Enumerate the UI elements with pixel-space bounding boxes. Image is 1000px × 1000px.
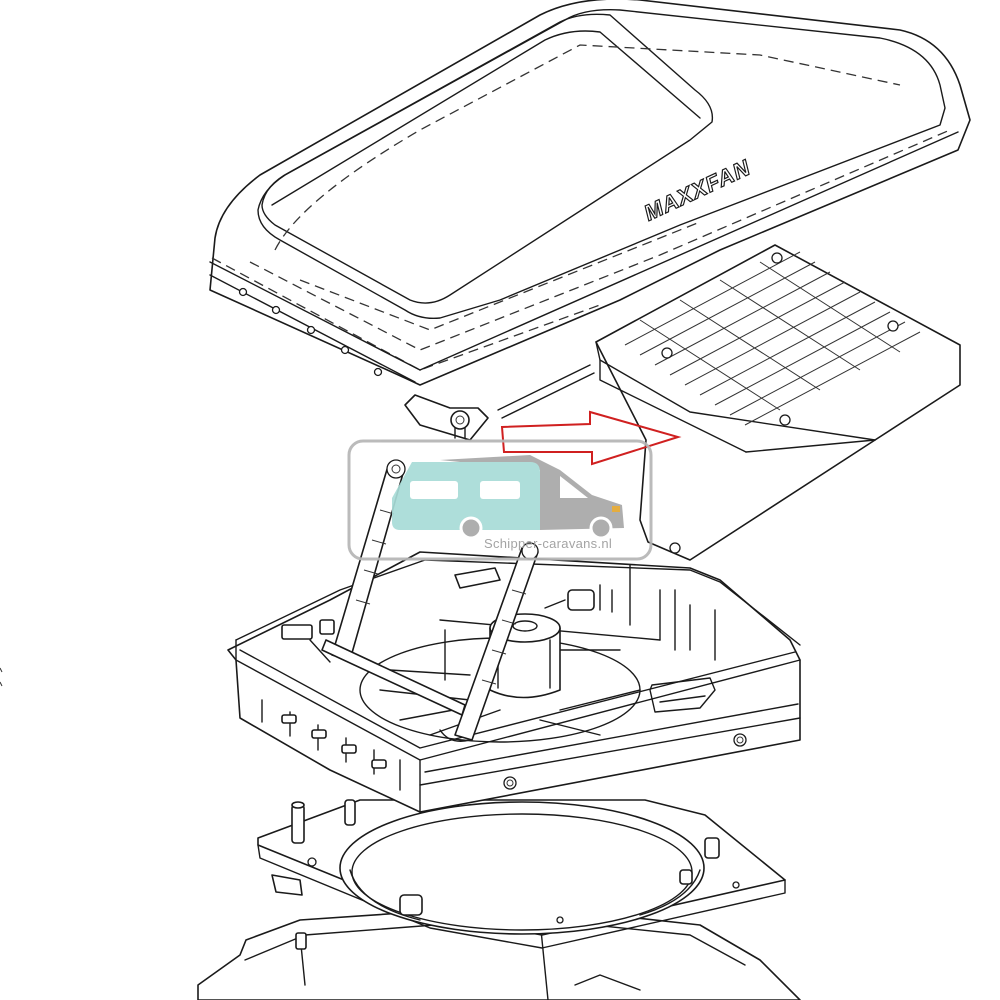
watermark-logo — [347, 439, 653, 561]
watermark-url: Schipper-caravans.nl — [484, 536, 613, 551]
mounting-ring — [257, 799, 786, 949]
lift-arms — [309, 459, 539, 742]
edge-marks — [0, 667, 3, 687]
lid — [209, 0, 971, 441]
direction-arrow — [500, 410, 682, 466]
rain-cover-louvers — [595, 244, 961, 561]
